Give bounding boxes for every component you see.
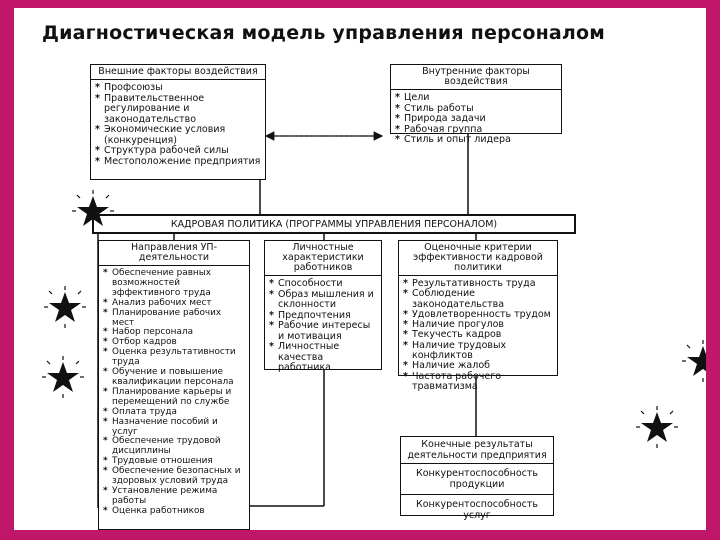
hr-direction-item: Назначение пособий и услуг (103, 417, 245, 438)
hr-direction-item: Обучение и повышение квалификации персон… (103, 367, 245, 388)
star-icon (44, 286, 86, 328)
hr-direction-item: Трудовые отношения (103, 456, 245, 467)
hr-directions-header: Направления УП-деятельности (99, 241, 249, 266)
hr-direction-item: Анализ рабочих мест (103, 298, 245, 309)
external-factor-item: Местоположение предприятия (95, 156, 261, 168)
personal-characteristic-item: Личностные качества работника (269, 341, 377, 374)
evaluation-criterion-item: Текучесть кадров (403, 330, 553, 341)
personal-characteristic-item: Предпочтения (269, 310, 377, 322)
star-icon (42, 356, 84, 398)
personal-characteristic-item: Образ мышления и склонности (269, 289, 377, 311)
external-factors-header: Внешние факторы воздействия (91, 65, 265, 80)
hr-direction-item: Оценка работников (103, 506, 245, 517)
external-factor-item: Структура рабочей силы (95, 145, 261, 157)
internal-factor-item: Стиль работы (395, 103, 557, 115)
hr-direction-item: Планирование карьеры и перемещений по сл… (103, 387, 245, 408)
hr-directions-box: Направления УП-деятельности Обеспечение … (98, 240, 250, 530)
personal-characteristic-item: Способности (269, 278, 377, 290)
personal-characteristics-box: Личностные характеристики работников Спо… (264, 240, 382, 373)
hr-direction-item: Планирование рабочих мест (103, 308, 245, 329)
internal-factor-item: Стиль и опыт лидера (395, 134, 557, 146)
star-icon (636, 406, 678, 448)
internal-factors-header: Внутренние факторы воздействия (391, 65, 561, 90)
product-competitiveness: Конкурентоспособность продукции (401, 464, 553, 495)
internal-factor-item: Цели (395, 92, 557, 104)
personnel-policy-bar: КАДРОВАЯ ПОЛИТИКА (ПРОГРАММЫ УПРАВЛЕНИЯ … (92, 214, 576, 234)
internal-factor-item: Рабочая группа (395, 124, 557, 136)
evaluation-criterion-item: Результативность труда (403, 278, 553, 289)
hr-direction-item: Оплата труда (103, 407, 245, 418)
hr-direction-item: Обеспечение равных возможностей эффектив… (103, 268, 245, 299)
evaluation-criteria-header: Оценочные критерии эффективности кадрово… (399, 241, 557, 276)
slide: Диагностическая модель управления персон… (14, 8, 706, 530)
star-icon (682, 340, 706, 382)
evaluation-criterion-item: Наличие прогулов (403, 319, 553, 330)
internal-factors-box: Внутренние факторы воздействия Цели Стил… (390, 64, 562, 145)
external-factor-item: Экономические условия (конкуренция) (95, 124, 261, 146)
evaluation-criterion-item: Наличие жалоб (403, 361, 553, 372)
external-factors-box: Внешние факторы воздействия Профсоюзы Пр… (90, 64, 266, 180)
evaluation-criterion-item: Частота рабочего травматизма (403, 371, 553, 393)
final-results-header: Конечные результаты деятельности предпри… (401, 437, 553, 464)
evaluation-criterion-item: Соблюдение законодательства (403, 289, 553, 310)
personal-characteristic-item: Рабочие интересы и мотивация (269, 320, 377, 342)
evaluation-criterion-item: Удовлетворенность трудом (403, 309, 553, 320)
internal-factor-item: Природа задачи (395, 113, 557, 125)
hr-direction-item: Обеспечение трудовой дисциплины (103, 437, 245, 457)
service-competitiveness: Конкурентоспособность услуг (415, 499, 539, 521)
hr-direction-item: Набор персонала (103, 328, 245, 339)
hr-direction-item: Отбор кадров (103, 337, 245, 348)
hr-direction-item: Оценка результативности труда (103, 347, 245, 368)
personal-characteristics-header: Личностные характеристики работников (265, 241, 381, 276)
personnel-policy-title: КАДРОВАЯ ПОЛИТИКА (ПРОГРАММЫ УПРАВЛЕНИЯ … (170, 219, 498, 230)
external-factor-item: Профсоюзы (95, 82, 261, 94)
hr-direction-item: Установление режима работы (103, 486, 245, 507)
external-factor-item: Правительственное регулирование и законо… (95, 93, 261, 126)
hr-direction-item: Обеспечение безопасных и здоровых услови… (103, 466, 245, 487)
evaluation-criteria-box: Оценочные критерии эффективности кадрово… (398, 240, 558, 392)
star-icon (72, 190, 114, 232)
evaluation-criterion-item: Наличие трудовых конфликтов (403, 340, 553, 362)
final-results-box: Конечные результаты деятельности предпри… (400, 436, 554, 521)
page-title: Диагностическая модель управления персон… (42, 22, 606, 44)
